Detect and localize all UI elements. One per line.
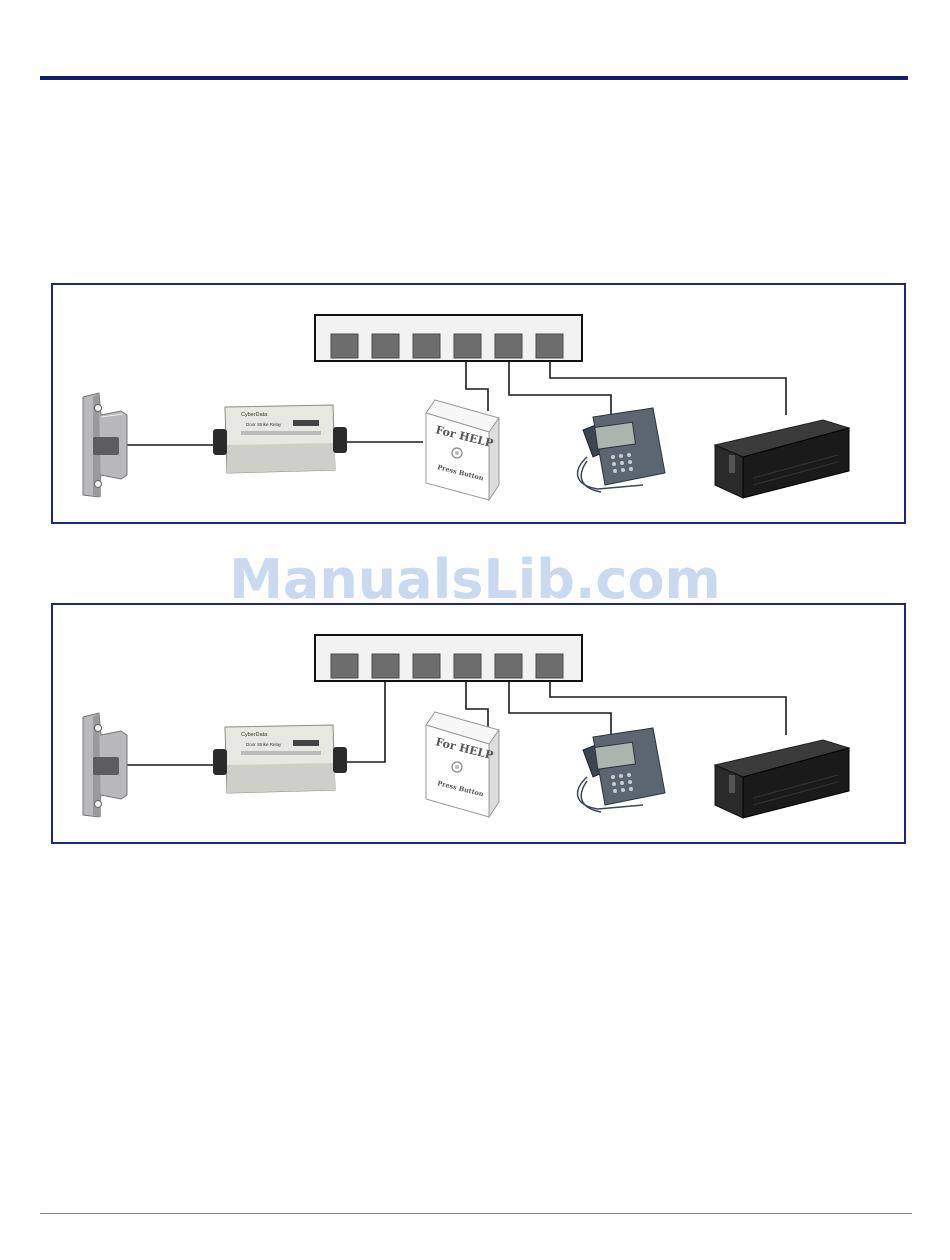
switch-port [536,334,563,358]
emergency-call-box: For HELP Press Button [426,712,499,817]
ip-phone [578,728,665,812]
network-switch [315,635,582,681]
wire-phone-to-switch [509,359,611,418]
switch-port [495,334,522,358]
ip-phone [578,408,665,492]
door-strike-relay: CyberData Door Strike Relay [213,725,347,793]
network-diagram-panel-1: CyberData Door Strike Relay For HELP Pre… [51,283,906,524]
switch-port [372,334,399,358]
header-rule [40,76,908,80]
relay-model: Door Strike Relay [246,422,282,427]
door-strike-relay: CyberData Door Strike Relay [213,405,347,473]
relay-brand: CyberData [241,412,268,418]
switch-port [454,654,481,678]
door-strike [83,393,127,497]
wire-server-to-switch [550,679,786,735]
switch-port [413,654,440,678]
door-strike [83,713,127,817]
watermark: ManualsLib.com [0,548,950,611]
switch-port [331,334,358,358]
wire-callbox-to-switch [466,679,488,727]
server [715,740,849,818]
network-switch [315,315,582,361]
switch-port [495,654,522,678]
switch-port [536,654,563,678]
server [715,285,849,498]
wire-callbox-to-switch [466,359,488,411]
relay-brand: CyberData [241,732,268,738]
network-diagram-panel-2: CyberData Door Strike Relay For HELP Pre… [51,603,906,844]
relay-model: Door Strike Relay [246,742,282,747]
switch-port [372,654,399,678]
switch-port [331,654,358,678]
switch-port [413,334,440,358]
wire-server-to-switch [550,359,786,415]
wire-phone-to-switch [509,679,611,738]
emergency-call-box: For HELP Press Button [426,400,499,500]
footer-rule [40,1213,912,1214]
switch-port [454,334,481,358]
